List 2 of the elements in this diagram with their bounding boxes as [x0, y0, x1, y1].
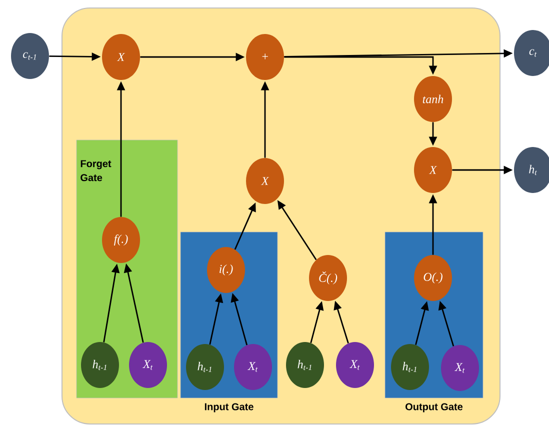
- node-label: Input Gate: [204, 403, 254, 412]
- node-label: Output Gate: [406, 403, 463, 412]
